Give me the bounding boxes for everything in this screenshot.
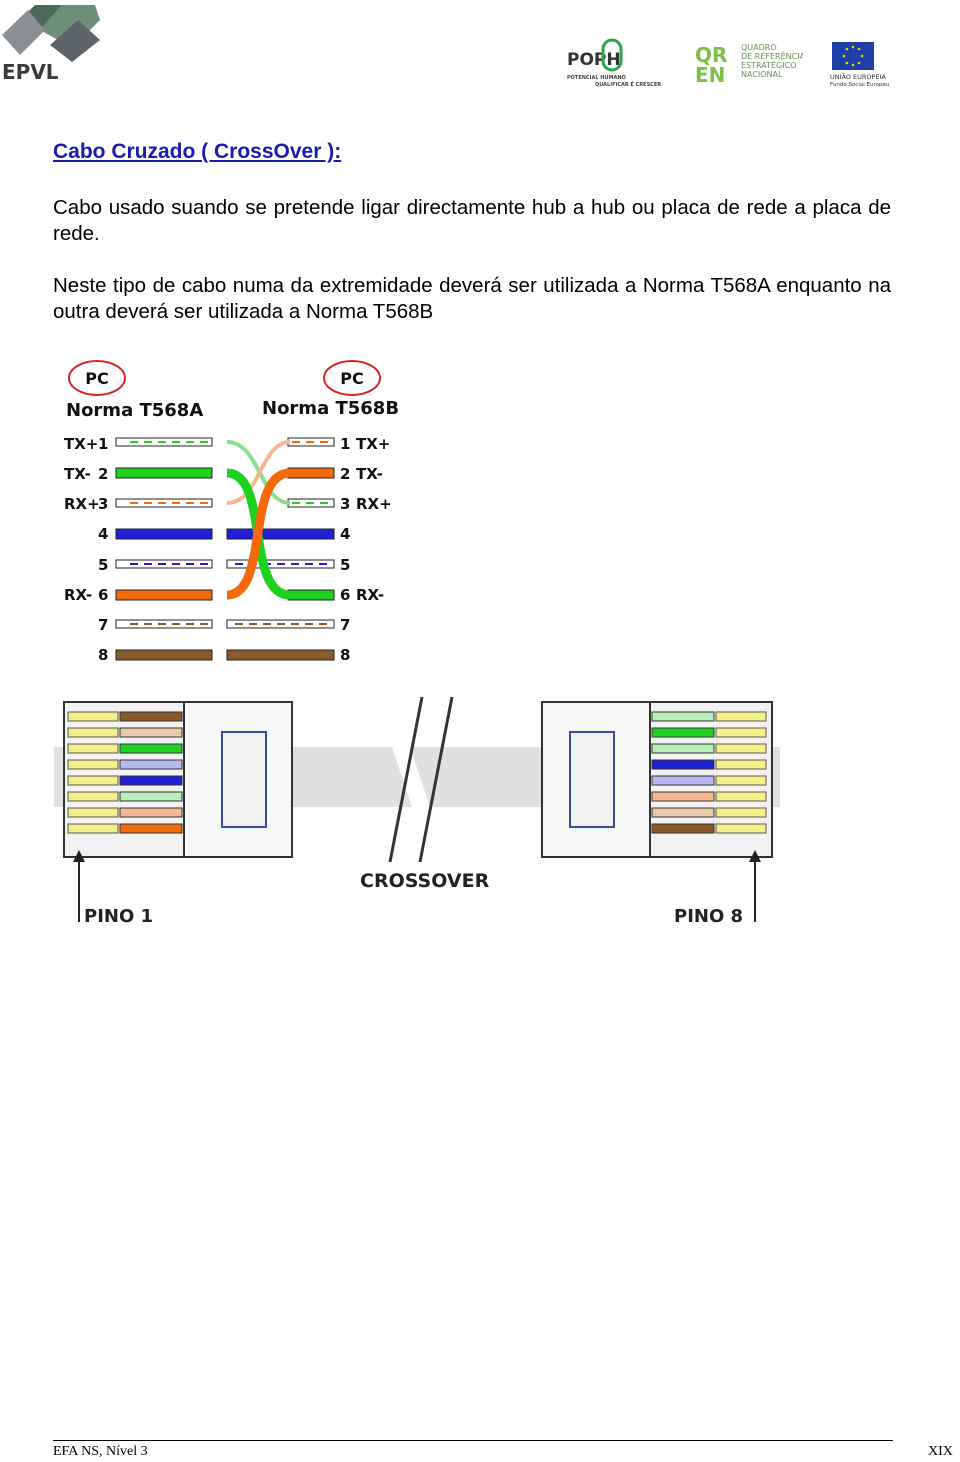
svg-text:RX+: RX+ <box>64 495 100 513</box>
svg-text:4: 4 <box>340 525 350 543</box>
crossover-label: CROSSOVER <box>360 870 490 892</box>
eu-logo: UNIÃO EUROPEIA Fundo Social Europeu <box>830 42 889 88</box>
svg-text:2: 2 <box>340 465 350 483</box>
svg-text:QUADRO: QUADRO <box>741 43 777 52</box>
svg-text:Fundo Social Europeu: Fundo Social Europeu <box>830 82 889 88</box>
qren-logo: QR EN QUADRO DE REFERÊNCIA ESTRATÉGICO N… <box>695 42 803 86</box>
svg-text:1: 1 <box>340 435 350 453</box>
svg-text:POTENCIAL HUMANO: POTENCIAL HUMANO <box>567 75 626 81</box>
svg-text:RX-: RX- <box>64 586 92 604</box>
left-pc-label: PC <box>85 369 108 388</box>
svg-text:RX+: RX+ <box>356 495 392 513</box>
pin1-label: PINO 1 <box>84 906 153 927</box>
section-heading: Cabo Cruzado ( CrossOver ): <box>53 140 342 163</box>
epvl-logo: EPVL <box>2 5 100 84</box>
svg-text:UNIÃO EUROPEIA: UNIÃO EUROPEIA <box>830 72 886 81</box>
svg-text:QR: QR <box>695 43 727 67</box>
svg-text:8: 8 <box>98 646 108 664</box>
left-norma-label: Norma T568A <box>66 400 203 421</box>
svg-text:TX-: TX- <box>64 465 91 483</box>
paragraph-norms: Neste tipo de cabo numa da extremidade d… <box>53 274 891 323</box>
crossover-wiring-diagram: PC PC Norma T568A Norma T568B TX+1 TX-2 … <box>64 360 399 664</box>
svg-text:1: 1 <box>98 435 108 453</box>
footer-divider <box>53 1440 893 1441</box>
svg-text:TX-: TX- <box>356 465 383 483</box>
svg-text:3: 3 <box>98 495 108 513</box>
svg-text:7: 7 <box>340 616 350 634</box>
svg-text:ESTRATÉGICO: ESTRATÉGICO <box>741 59 797 70</box>
svg-text:6: 6 <box>98 586 108 604</box>
svg-text:6: 6 <box>340 586 350 604</box>
svg-text:7: 7 <box>98 616 108 634</box>
svg-text:POPH: POPH <box>567 50 621 70</box>
svg-text:4: 4 <box>98 525 108 543</box>
poph-logo: POPH POTENCIAL HUMANO QUALIFICAR É CRESC… <box>567 38 661 88</box>
svg-text:QUALIFICAR É CRESCER: QUALIFICAR É CRESCER <box>595 80 661 88</box>
right-pc-label: PC <box>340 369 363 388</box>
epvl-logo-text: EPVL <box>2 60 59 84</box>
svg-text:TX+: TX+ <box>64 435 98 453</box>
right-norma-label: Norma T568B <box>262 398 399 419</box>
svg-text:NACIONAL: NACIONAL <box>741 70 783 79</box>
svg-text:TX+: TX+ <box>356 435 390 453</box>
svg-text:DE REFERÊNCIA: DE REFERÊNCIA <box>741 50 803 61</box>
footer-course: EFA NS, Nível 3 <box>53 1444 148 1459</box>
svg-text:2: 2 <box>98 465 108 483</box>
page-number: XIX <box>928 1444 953 1459</box>
svg-text:3: 3 <box>340 495 350 513</box>
pin8-label: PINO 8 <box>674 906 743 927</box>
svg-text:EN: EN <box>695 63 725 86</box>
crossover-cable-diagram: CROSSOVER PINO 1 PINO 8 <box>54 696 780 927</box>
svg-text:8: 8 <box>340 646 350 664</box>
svg-text:5: 5 <box>98 556 108 574</box>
svg-text:5: 5 <box>340 556 350 574</box>
paragraph-usage: Cabo usado suando se pretende ligar dire… <box>53 196 891 245</box>
svg-text:RX-: RX- <box>356 586 384 604</box>
